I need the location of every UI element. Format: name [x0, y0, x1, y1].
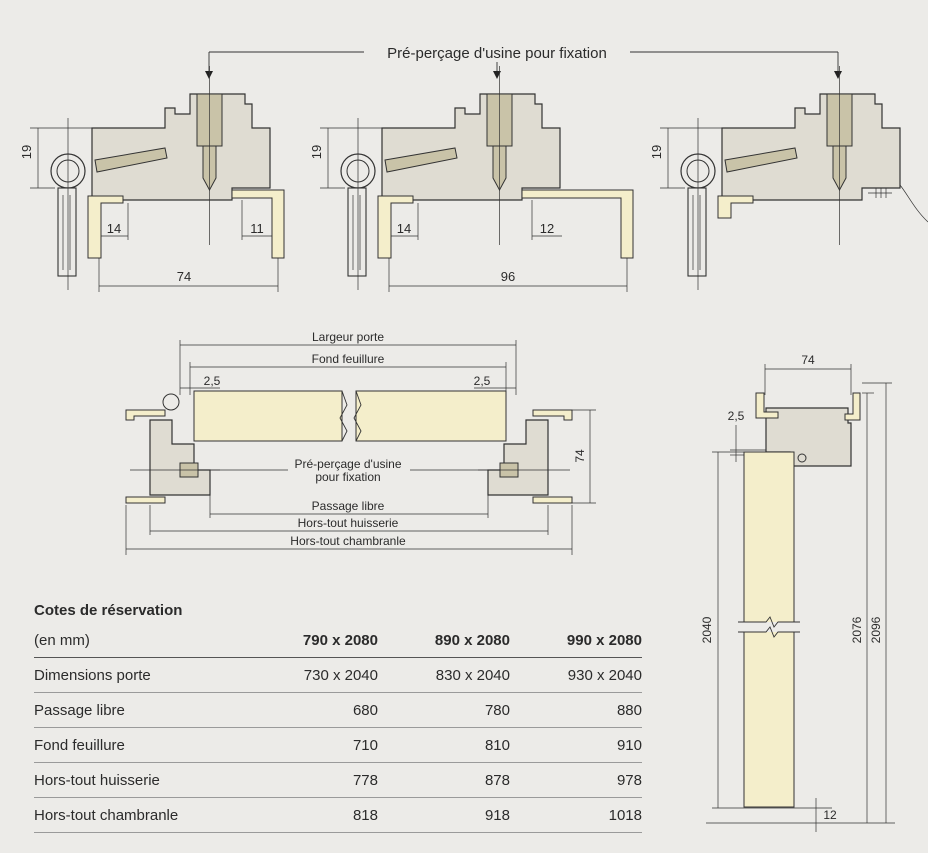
plan-dim-74: 74 — [573, 449, 587, 463]
cell: 830 x 2040 — [378, 657, 510, 693]
dim-11: 11 — [250, 221, 264, 236]
dim-12: 12 — [540, 221, 554, 236]
label-largeur-porte: Largeur porte — [312, 330, 384, 344]
callout-label: Pré-perçage d'usine pour fixation — [387, 45, 607, 62]
elev-dim-2076: 2076 — [850, 616, 864, 643]
dim-14: 14 — [397, 221, 411, 236]
cell: 680 — [254, 692, 378, 728]
row-label: Hors-tout chambranle — [34, 797, 254, 833]
header-unit: (en mm) — [34, 623, 254, 658]
reservation-table-section: Cotes de réservation (en mm) 790 x 2080 … — [34, 602, 644, 833]
cell: 710 — [254, 727, 378, 763]
elevation-view: 74 2,5 2040 2076 2096 12 — [700, 353, 895, 832]
cell: 978 — [510, 762, 642, 798]
elev-dim-2040: 2040 — [700, 616, 714, 643]
table-header-row: (en mm) 790 x 2080 890 x 2080 990 x 2080 — [34, 623, 642, 658]
cell: 780 — [378, 692, 510, 728]
frame-detail-clip: 19 — [649, 65, 928, 291]
dim-19: 19 — [649, 145, 664, 159]
header-990: 990 x 2080 — [510, 623, 642, 658]
dim-96: 96 — [501, 269, 515, 284]
table-title: Cotes de réservation — [34, 602, 183, 619]
cell: 778 — [254, 762, 378, 798]
plan-callout-line1: Pré-perçage d'usine — [294, 457, 401, 471]
label-passage-libre: Passage libre — [312, 499, 385, 513]
dim-2-5-left: 2,5 — [204, 374, 221, 388]
dim-19: 19 — [19, 145, 34, 159]
dim-19: 19 — [309, 145, 324, 159]
table-row: Fond feuillure 710 810 910 — [34, 727, 642, 763]
header-890: 890 x 2080 — [378, 623, 510, 658]
cell: 878 — [378, 762, 510, 798]
dim-2-5-right: 2,5 — [474, 374, 491, 388]
table-row: Passage libre 680 780 880 — [34, 692, 642, 728]
dim-14: 14 — [107, 221, 121, 236]
plan-view: Largeur porte Fond feuillure 2,5 2,5 — [125, 330, 596, 555]
cell: 880 — [510, 692, 642, 728]
reservation-table: (en mm) 790 x 2080 890 x 2080 990 x 2080… — [34, 623, 642, 833]
label-hors-tout-chambranle: Hors-tout chambranle — [290, 534, 406, 548]
plan-callout-line2: pour fixation — [315, 470, 380, 484]
table-row: Dimensions porte 730 x 2040 830 x 2040 9… — [34, 657, 642, 693]
cell: 1018 — [510, 797, 642, 833]
row-label: Hors-tout huisserie — [34, 762, 254, 798]
row-label: Fond feuillure — [34, 727, 254, 763]
cell: 910 — [510, 727, 642, 763]
cell: 818 — [254, 797, 378, 833]
table-row: Hors-tout huisserie 778 878 978 — [34, 762, 642, 798]
frame-detail-74: 19 14 11 74 — [19, 65, 285, 292]
dim-74: 74 — [177, 269, 191, 284]
cell: 810 — [378, 727, 510, 763]
elev-dim-12: 12 — [823, 808, 837, 822]
cell: 730 x 2040 — [254, 657, 378, 693]
header-790: 790 x 2080 — [254, 623, 378, 658]
cell: 918 — [378, 797, 510, 833]
cell: 930 x 2040 — [510, 657, 642, 693]
row-label: Passage libre — [34, 692, 254, 728]
elev-dim-2-5: 2,5 — [728, 409, 745, 423]
frame-detail-96: 19 14 12 96 — [309, 65, 634, 292]
label-fond-feuillure: Fond feuillure — [312, 352, 385, 366]
row-label: Dimensions porte — [34, 657, 254, 693]
elev-dim-74: 74 — [801, 353, 815, 367]
elev-dim-2096: 2096 — [869, 616, 883, 643]
label-hors-tout-huisserie: Hors-tout huisserie — [298, 516, 399, 530]
table-row: Hors-tout chambranle 818 918 1018 — [34, 797, 642, 833]
